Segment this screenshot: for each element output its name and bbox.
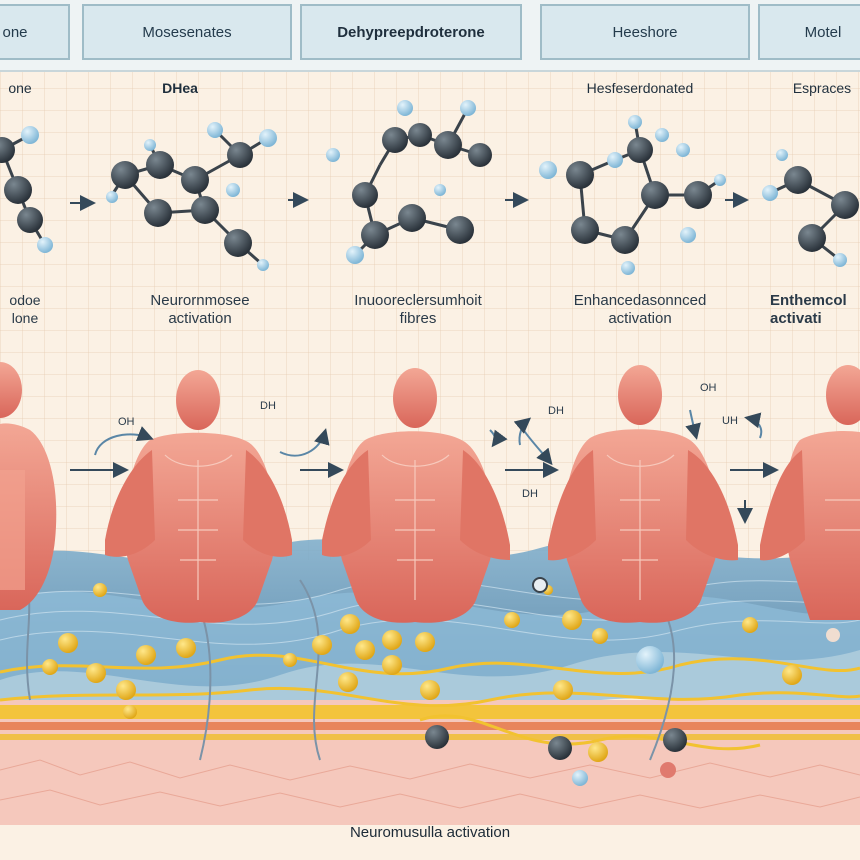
muscle-figure-2 <box>105 370 292 623</box>
header-tab-label: Motel <box>804 23 842 41</box>
header-tab-label: Mosesenates <box>142 23 232 41</box>
dh-label-4: DH <box>522 488 538 500</box>
dh-label-3: DH <box>548 405 564 417</box>
molecule-5 <box>762 149 859 267</box>
header-tab-label: Dehypreepdroterone <box>337 23 485 41</box>
molecule-1 <box>0 126 53 253</box>
dh-label-5: OH <box>700 382 717 394</box>
stage-label-line: odoe <box>9 292 41 308</box>
stage-label-2: Neurornmosee activation <box>110 292 290 328</box>
molecule-4 <box>539 115 726 275</box>
process-arrows <box>70 409 779 524</box>
header-tab-4: Heeshore <box>540 4 750 60</box>
stage-label-1: odoe lone <box>0 291 65 327</box>
header-tab-3: Dehypreepdroterone <box>300 4 522 60</box>
muscle-figure-1 <box>0 362 57 610</box>
stage-label-3: Inuooreclersumhoit fibres <box>318 292 518 328</box>
top-label-1: one <box>8 80 32 96</box>
header-tab-2: Mosesenates <box>82 4 292 60</box>
muscle-figure-3 <box>322 368 510 623</box>
stage-label-5: Enthemcol activati <box>770 292 860 328</box>
top-label-2: DHea <box>162 80 198 96</box>
stage-label-line: lone <box>11 310 39 326</box>
header-strip: one Mosesenates Dehypreepdroterone Heesh… <box>0 0 860 72</box>
stage-label-line: Inuooreclersumhoit <box>354 292 482 309</box>
neurotransmitter-dots <box>42 583 802 762</box>
header-tab-1: one <box>0 4 70 60</box>
nerve-fibres <box>0 653 860 751</box>
top-label-5: Espraces <box>792 80 852 96</box>
molecule-3 <box>326 100 492 264</box>
header-tab-label: one <box>2 23 28 41</box>
stage-label-line: activation <box>608 310 672 327</box>
stage-label-line: Enhancedasonnced <box>573 292 707 309</box>
stage-label-line: fibres <box>399 310 437 327</box>
tissue-base <box>0 700 860 825</box>
stage-label-line: Neurornmosee <box>150 292 250 309</box>
dh-label-1: OH <box>118 416 135 428</box>
stage-label-4: Enhancedasonnced activation <box>545 292 735 328</box>
dh-label-6: UH <box>722 415 738 427</box>
molecule-2 <box>106 122 277 271</box>
muscle-figure-5 <box>760 365 860 620</box>
stage-label-line: activation <box>168 310 232 327</box>
stage-label-line: Enthemcol <box>770 292 847 309</box>
header-tab-label: Heeshore <box>612 23 678 41</box>
header-tab-5: Motel <box>758 4 860 60</box>
stage-label-line: activati <box>770 310 822 327</box>
diagram-caption: Neuromusulla activation <box>349 824 511 841</box>
molecule-arrows <box>70 192 749 211</box>
muscle-figure-4 <box>548 365 738 623</box>
top-label-4: Hesfeserdonated <box>586 80 694 96</box>
dh-label-2: DH <box>260 400 276 412</box>
